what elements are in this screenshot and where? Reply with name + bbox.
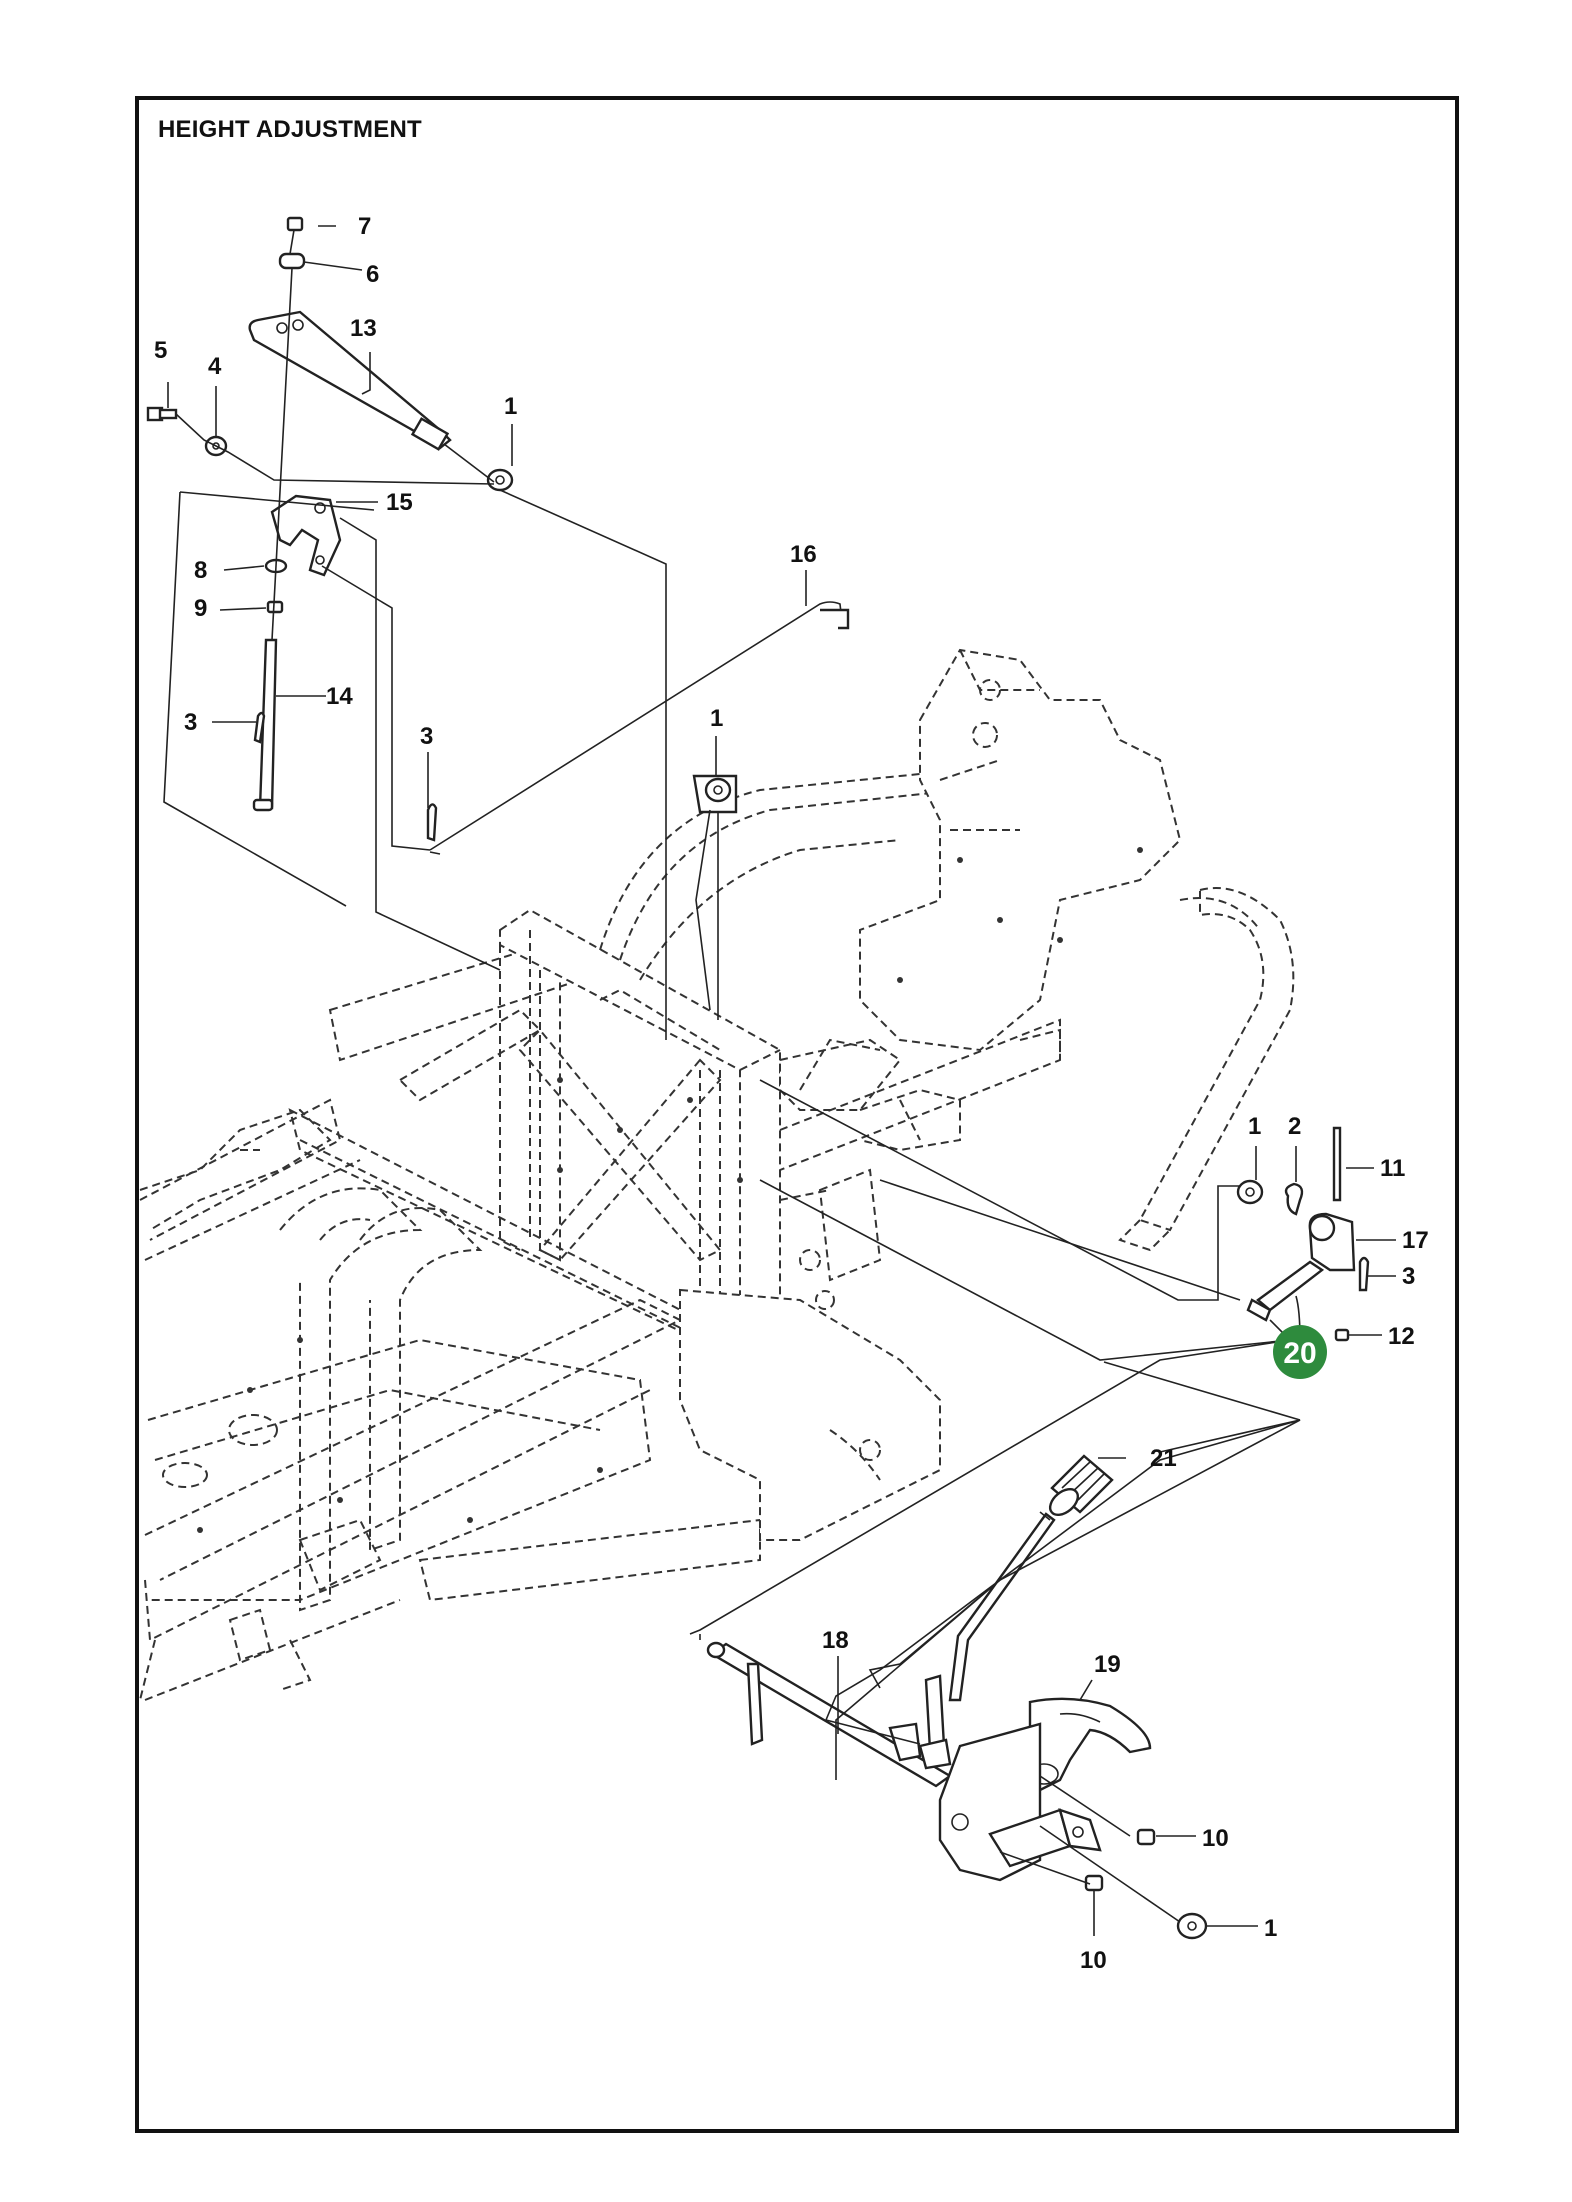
part-10-bolt-upper [1136, 1828, 1156, 1846]
part-15-bracket [270, 494, 342, 577]
highlight-badge [1273, 1325, 1327, 1379]
callout-14: 14 [326, 683, 353, 710]
part-21-knob [1048, 1454, 1114, 1517]
part-19-pedal-plate [1028, 1697, 1152, 1792]
part-2-clip [1284, 1182, 1304, 1216]
part-18-shaft [706, 1641, 953, 1788]
part-6-pin [278, 252, 306, 270]
leader-lines [163, 225, 1396, 1936]
callout-5: 5 [154, 337, 167, 364]
callout-21: 21 [1150, 1445, 1177, 1472]
callout-1-lower: 1 [1264, 1915, 1277, 1942]
callout-20-highlight[interactable]: 20 [1273, 1325, 1327, 1379]
callout-13: 13 [350, 315, 377, 342]
callout-labels: 7 6 13 5 4 1 15 16 8 9 14 3 3 1 1 2 11 1… [154, 213, 1429, 1974]
pedal-linkage [888, 1674, 952, 1770]
page-title: HEIGHT ADJUSTMENT [158, 116, 422, 143]
part-11-pin [1332, 1126, 1342, 1202]
diagram-frame [135, 96, 1459, 2133]
callout-1-top: 1 [504, 393, 517, 420]
callout-20: 20 [1283, 1337, 1316, 1370]
callout-9: 9 [194, 595, 207, 622]
callout-4: 4 [208, 353, 222, 380]
parts [146, 216, 1370, 1940]
frame-hole-dots [197, 847, 1143, 1533]
callout-10-lower: 10 [1080, 1947, 1107, 1974]
callout-18: 18 [822, 1627, 849, 1654]
callout-6: 6 [366, 261, 379, 288]
part-17-block [1308, 1212, 1356, 1272]
callout-1-mid: 1 [710, 705, 723, 732]
part-3-pin-mid [426, 803, 438, 842]
pedal-bracket [938, 1722, 1102, 1882]
callout-3-mid: 3 [420, 723, 433, 750]
callout-16: 16 [790, 541, 817, 568]
callout-12: 12 [1388, 1323, 1415, 1350]
pedal-arm [948, 1512, 1056, 1702]
part-13-rod [248, 310, 452, 451]
callout-15: 15 [386, 489, 413, 516]
callout-19: 19 [1094, 1651, 1121, 1678]
part-5-bolt [146, 406, 178, 422]
callout-2: 2 [1288, 1113, 1301, 1140]
callout-10-upper: 10 [1202, 1825, 1229, 1852]
part-16-rod [429, 601, 850, 855]
part-20-lever [1246, 1260, 1325, 1322]
part-right-1-bushing [1236, 1179, 1264, 1205]
part-9-nut [266, 600, 284, 614]
callout-3-right: 3 [1402, 1263, 1415, 1290]
part-1-bushing-lower [1176, 1912, 1208, 1940]
callout-3-left: 3 [184, 709, 197, 736]
callout-11: 11 [1380, 1155, 1405, 1182]
callout-17: 17 [1402, 1227, 1429, 1254]
part-3-pin-left [253, 711, 266, 744]
part-3-pin-right [1358, 1256, 1370, 1292]
callout-8: 8 [194, 557, 207, 584]
callout-7: 7 [358, 213, 371, 240]
part-7-nut [286, 216, 304, 232]
callout-1-right: 1 [1248, 1113, 1261, 1140]
part-1-bushing-flag [692, 774, 738, 814]
part-12-nut [1334, 1328, 1350, 1342]
chassis-frame [139, 648, 1295, 1701]
